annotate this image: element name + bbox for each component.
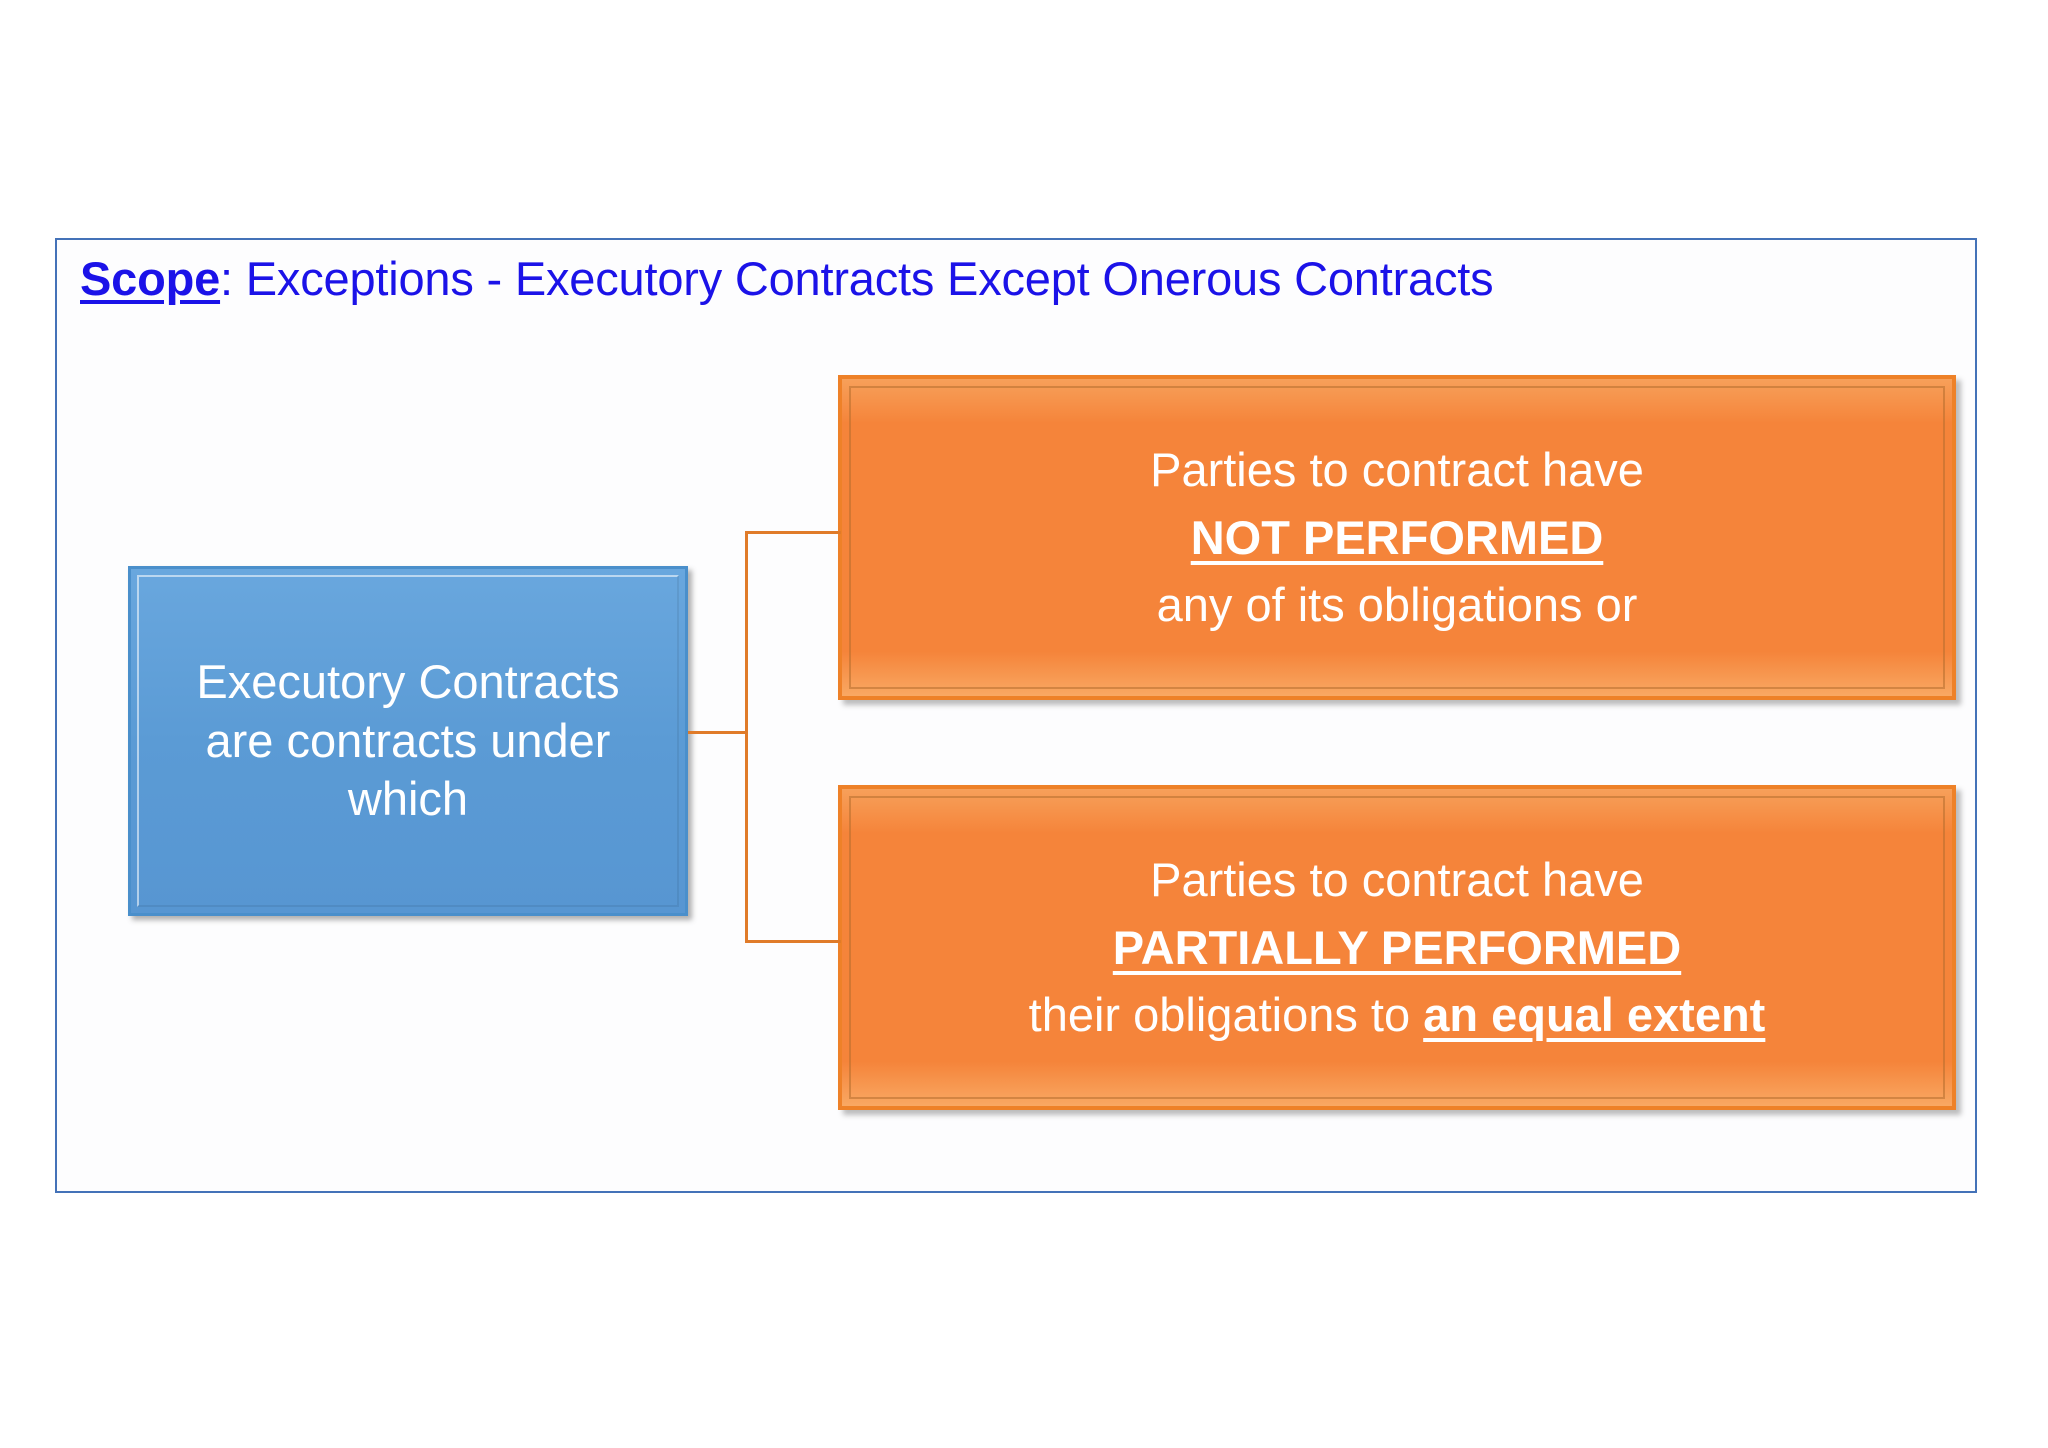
branch-1-line-2: NOT PERFORMED (1190, 510, 1604, 564)
source-box-label: Executory Contracts are contracts under … (196, 654, 620, 826)
connector-vertical-spine (745, 531, 748, 943)
page-title: Scope: Exceptions - Executory Contracts … (80, 252, 1494, 306)
branch-1-line-1: Parties to contract have (1150, 443, 1644, 497)
branch-2-line-1: Parties to contract have (1150, 853, 1644, 907)
connector-branch-top (745, 531, 841, 534)
branch-1-line-3: any of its obligations or (1156, 578, 1638, 632)
connector-branch-bottom (745, 940, 841, 943)
source-box-executory-contracts[interactable]: Executory Contracts are contracts under … (128, 566, 688, 916)
branch-2-line-2: PARTIALLY PERFORMED (1112, 920, 1682, 974)
connector-stem-horizontal (688, 731, 748, 734)
branch-2-line-3: their obligations to an equal extent (1009, 981, 1786, 1048)
page-title-rest: : Exceptions - Executory Contracts Excep… (220, 252, 1494, 305)
branch-box-not-performed[interactable]: Parties to contract have NOT PERFORMED a… (838, 375, 1956, 700)
page-title-emphasis: Scope (80, 252, 221, 305)
branch-2-line-3-emphasis: an equal extent (1423, 988, 1766, 1042)
branch-box-partially-performed[interactable]: Parties to contract have PARTIALLY PERFO… (838, 785, 1956, 1110)
branch-2-line-3-prefix: their obligations to (1028, 988, 1424, 1042)
